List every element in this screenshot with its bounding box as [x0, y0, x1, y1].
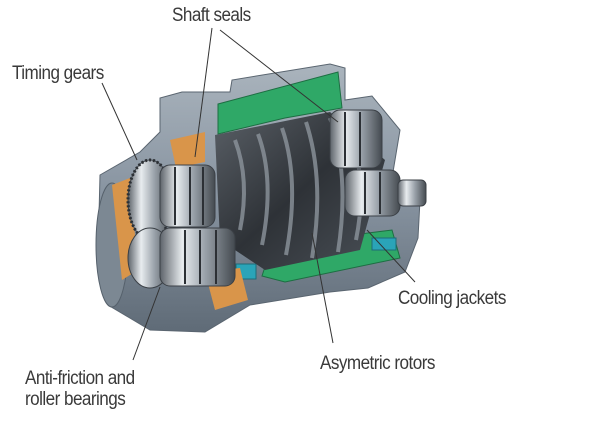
upper-cooling-jacket: [217, 71, 343, 135]
right-bearings: [329, 109, 427, 217]
leader-cooling-jackets: [366, 229, 416, 283]
label-bearings-line1: Anti-friction and: [25, 368, 135, 389]
leader-lines: [101, 27, 416, 361]
leader-bearings: [132, 286, 161, 361]
leader-timing-gears: [101, 82, 138, 161]
upper-left-bearings: [159, 164, 216, 228]
label-cooling-jackets: Cooling jackets: [398, 288, 506, 309]
lower-left-bearings: [127, 227, 236, 289]
leader-shaft-seals-left: [194, 27, 213, 158]
oil-channel-top: [170, 132, 205, 168]
water-channel-right: [371, 237, 397, 251]
leader-asymetric-rotors: [311, 232, 334, 344]
label-bearings-line2: roller bearings: [25, 389, 126, 410]
label-asymetric-rotors: Asymetric rotors: [320, 353, 435, 374]
label-timing-gears: Timing gears: [12, 63, 104, 84]
leader-shaft-seals-right: [219, 29, 339, 123]
label-shaft-seals: Shaft seals: [172, 5, 251, 26]
